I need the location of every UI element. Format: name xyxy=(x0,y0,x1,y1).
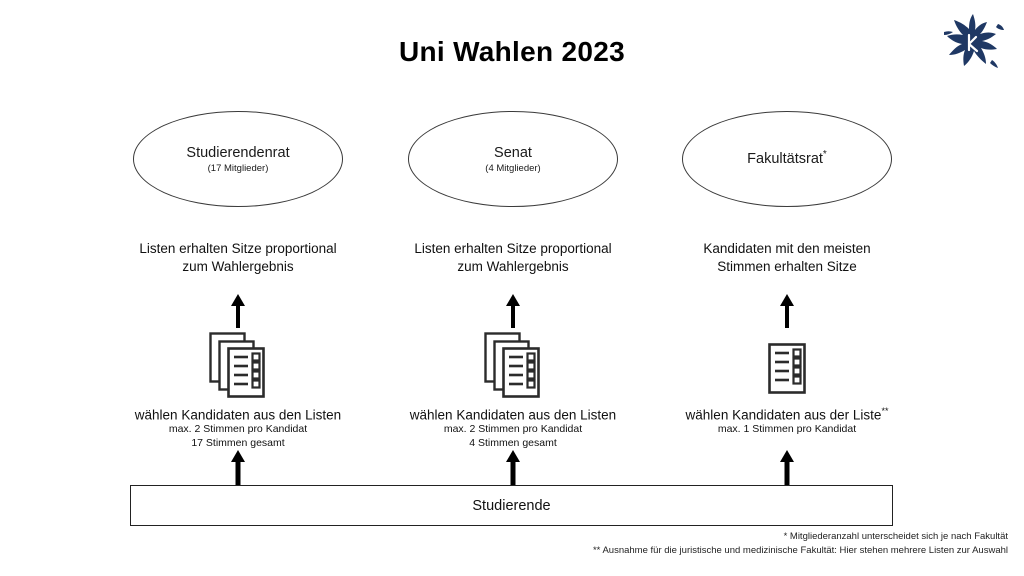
vote-main-text: wählen Kandidaten aus den Listen xyxy=(363,406,663,423)
footnote-2: ** Ausnahme für die juristische und medi… xyxy=(592,544,1008,556)
vote-sub-line1: max. 2 Stimmen pro Kandidat xyxy=(168,422,308,435)
ballot-single-icon xyxy=(637,332,937,398)
vote-main-label: wählen Kandidaten aus den Listen xyxy=(409,407,617,423)
seat-rule-line2: Stimmen erhalten Sitze xyxy=(717,259,857,275)
ellipse-shape xyxy=(133,111,343,207)
body-member-count: (17 Mitglieder) xyxy=(207,162,269,174)
seat-rule-text: Listen erhalten Sitze proportional zum W… xyxy=(363,240,663,276)
ellipse-label-group: Studierendenrat (17 Mitglieder) xyxy=(133,111,343,207)
body-name: Fakultätsrat* xyxy=(747,149,827,168)
ellipse-label-group: Senat (4 Mitglieder) xyxy=(408,111,618,207)
vote-instructions: wählen Kandidaten aus den Listen max. 2 … xyxy=(88,406,388,450)
vote-main-label: wählen Kandidaten aus der Liste xyxy=(685,407,882,423)
ellipse-shape xyxy=(682,111,892,207)
seat-rule-line2: zum Wahlergebnis xyxy=(457,259,569,275)
ballot-stack-icon xyxy=(363,332,663,399)
body-name: Studierendenrat xyxy=(186,143,289,162)
arrow-up-icon xyxy=(637,294,937,329)
vote-sub-line1: max. 2 Stimmen pro Kandidat xyxy=(443,422,583,435)
students-base-bar: Studierende xyxy=(130,485,893,526)
body-name-text: Studierendenrat xyxy=(186,145,290,162)
seat-rule-text: Kandidaten mit den meisten Stimmen erhal… xyxy=(637,240,937,276)
vote-sub-line2: 17 Stimmen gesamt xyxy=(191,436,285,449)
arrow-up-icon xyxy=(363,294,663,329)
arrow-up-icon xyxy=(88,294,388,329)
vote-sub-line1: max. 1 Stimmen pro Kandidat xyxy=(717,422,857,435)
body-member-count: (4 Mitglieder) xyxy=(485,162,541,174)
seat-rule-text: Listen erhalten Sitze proportional zum W… xyxy=(88,240,388,276)
cornflower-logo-icon xyxy=(942,12,1006,72)
vote-main-superscript: ** xyxy=(881,406,889,417)
footnotes: * Mitgliederanzahl unterscheidet sich je… xyxy=(593,530,1008,559)
body-ellipse-senat: Senat (4 Mitglieder) xyxy=(363,108,663,212)
body-ellipse-studierendenrat: Studierendenrat (17 Mitglieder) xyxy=(88,108,388,212)
footnote-1: * Mitgliederanzahl unterscheidet sich je… xyxy=(783,530,1008,542)
body-name-superscript: * xyxy=(822,148,827,160)
ballot-stack-icon xyxy=(88,332,388,399)
body-name-text: Fakultätsrat xyxy=(747,150,823,167)
vote-instructions: wählen Kandidaten aus den Listen max. 2 … xyxy=(363,406,663,450)
vote-main-text: wählen Kandidaten aus der Liste** xyxy=(637,406,937,423)
seat-rule-line1: Kandidaten mit den meisten xyxy=(703,241,871,256)
vote-instructions: wählen Kandidaten aus der Liste** max. 1… xyxy=(637,406,937,436)
column-fakultaetsrat: Fakultätsrat* Kandidaten mit den meisten… xyxy=(637,108,937,437)
seat-rule-line1: Listen erhalten Sitze proportional xyxy=(139,241,337,256)
vote-main-label: wählen Kandidaten aus den Listen xyxy=(134,407,342,423)
body-name-text: Senat xyxy=(494,145,532,162)
seat-rule-line1: Listen erhalten Sitze proportional xyxy=(414,241,612,256)
body-name: Senat xyxy=(494,143,532,162)
vote-sub-line2: 4 Stimmen gesamt xyxy=(469,436,557,449)
page-title: Uni Wahlen 2023 xyxy=(399,36,625,67)
vote-main-text: wählen Kandidaten aus den Listen xyxy=(88,406,388,423)
seat-rule-line2: zum Wahlergebnis xyxy=(182,259,294,275)
ellipse-shape xyxy=(408,111,618,207)
body-ellipse-fakultaetsrat: Fakultätsrat* xyxy=(637,108,937,212)
column-studierendenrat: Studierendenrat (17 Mitglieder) Listen e… xyxy=(88,108,388,450)
ellipse-label-group: Fakultätsrat* xyxy=(682,111,892,207)
students-base-label: Studierende xyxy=(472,497,551,514)
column-senat: Senat (4 Mitglieder) Listen erhalten Sit… xyxy=(363,108,663,450)
